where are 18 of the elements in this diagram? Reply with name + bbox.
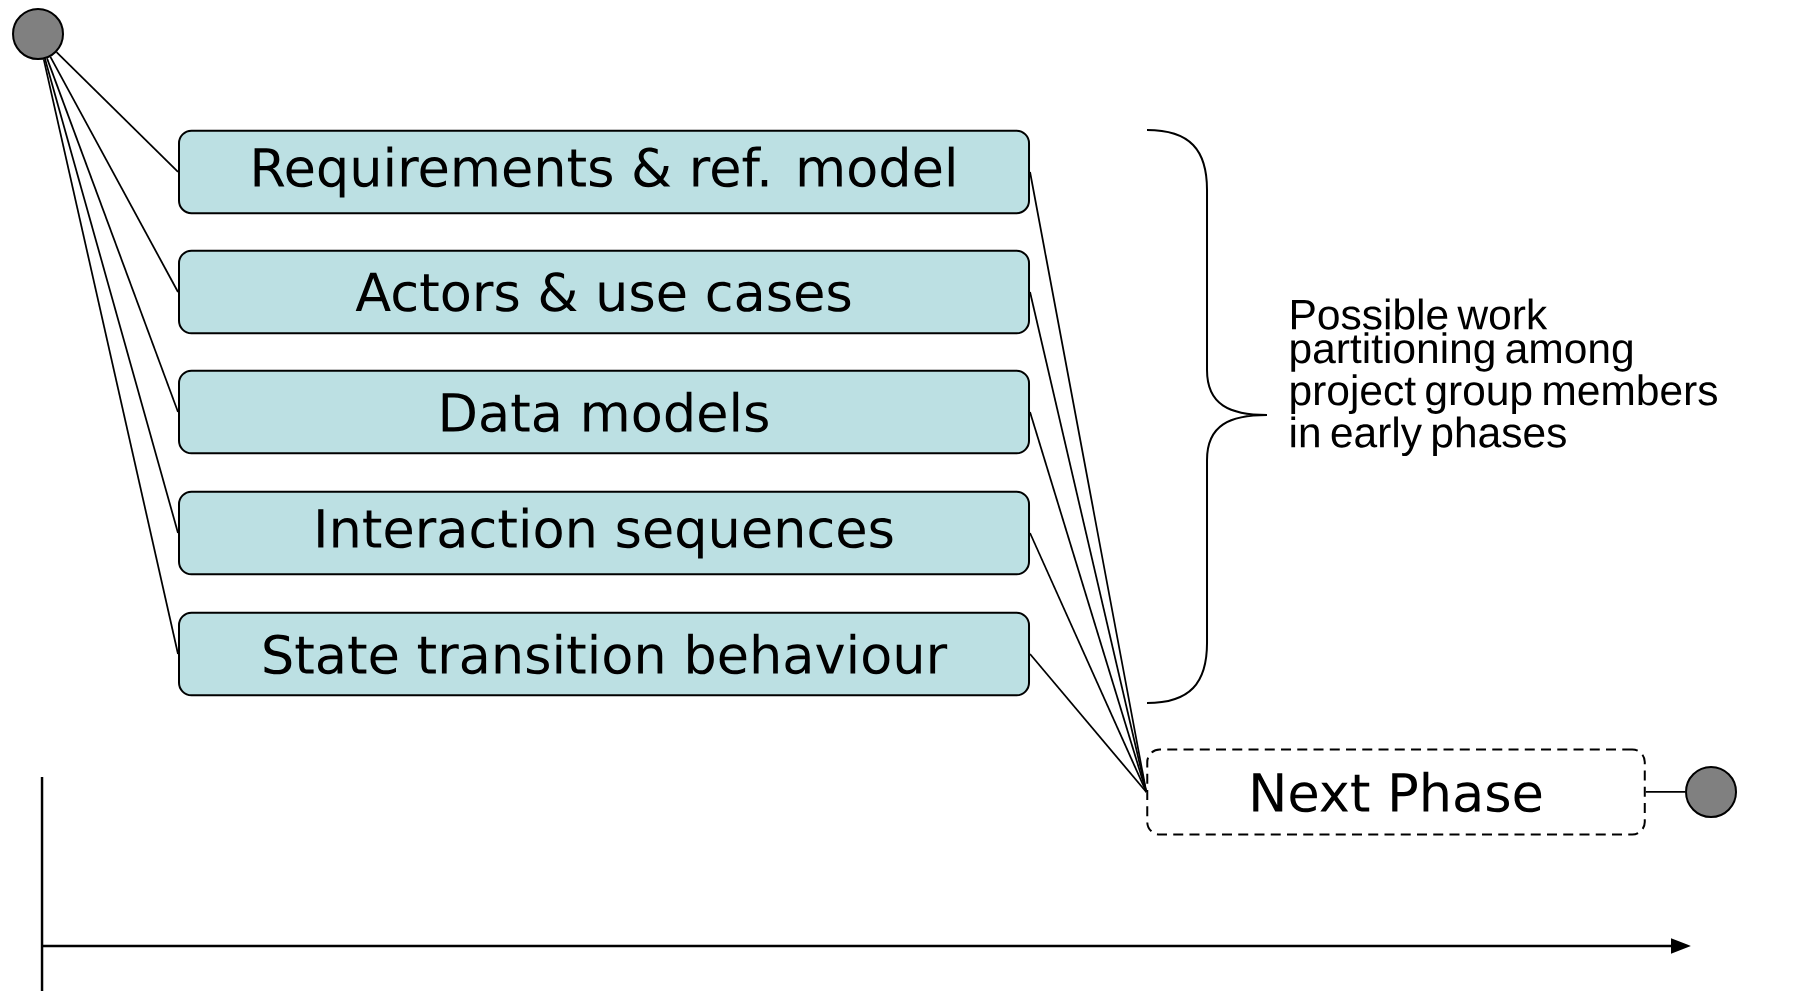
note-text: Possible work partitioning among project group members in early phases <box>1291 298 1717 457</box>
activity-box: Data models <box>178 369 1030 455</box>
state-dot <box>12 8 64 60</box>
connector-line <box>1029 653 1148 793</box>
connector-line <box>1029 291 1148 793</box>
connector-line <box>46 57 179 413</box>
connector-line <box>49 55 179 293</box>
connector-line <box>42 58 179 655</box>
connector-line <box>1644 791 1686 793</box>
activity-box: Interaction sequences <box>178 490 1030 576</box>
connector-line <box>1029 532 1148 793</box>
state-dot <box>1685 766 1737 818</box>
activity-box: State transition behaviour <box>178 611 1030 697</box>
phase-box: Next Phase <box>1146 748 1646 836</box>
connector-line <box>55 51 179 173</box>
activity-box: Requirements & ref. model <box>178 129 1030 215</box>
connector-line <box>44 58 179 534</box>
activity-box: Actors & use cases <box>178 249 1030 335</box>
